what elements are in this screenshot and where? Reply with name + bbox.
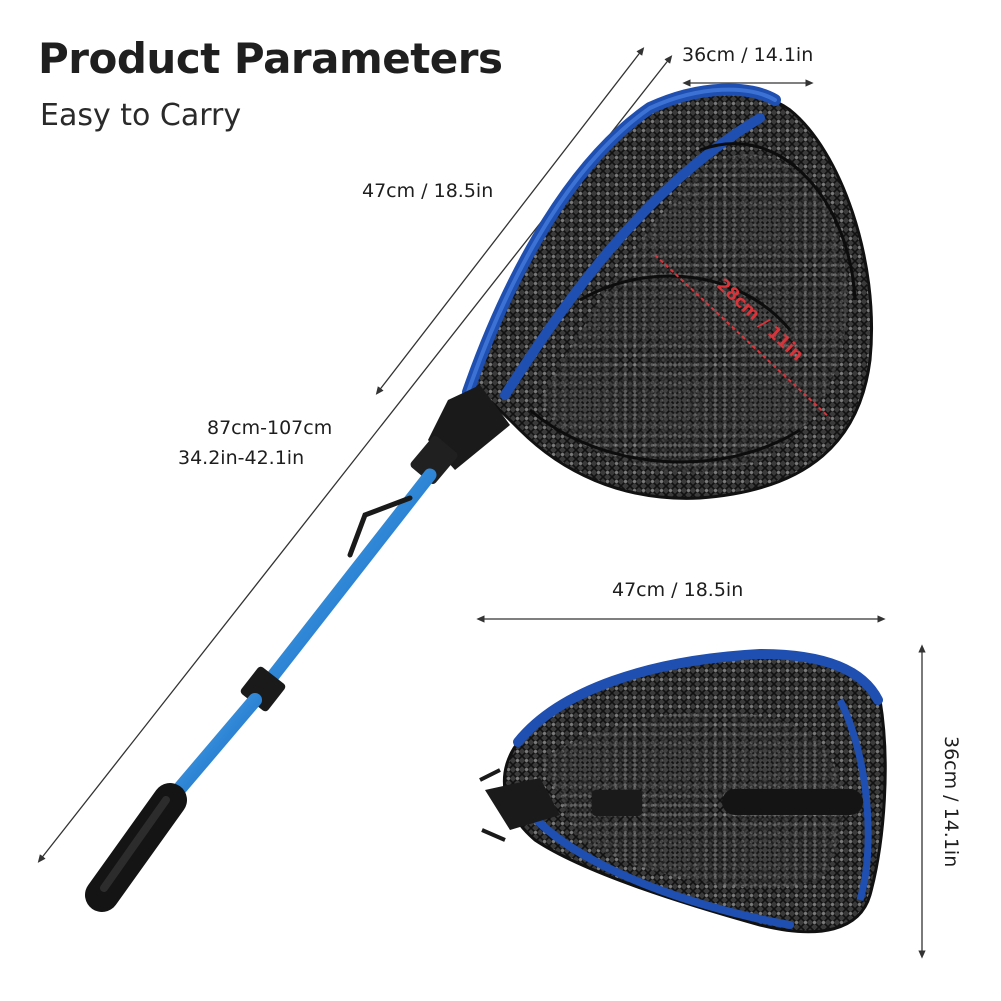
hoop-length-label: 47cm / 18.5in	[362, 180, 494, 202]
hoop-width-label: 36cm / 14.1in	[682, 44, 814, 66]
extended-pole	[85, 385, 510, 912]
total-length-cm-label: 87cm-107cm	[207, 417, 333, 439]
total-length-in-label: 34.2in-42.1in	[178, 447, 305, 469]
extended-net	[462, 83, 874, 500]
folded-width-label: 36cm / 14.1in	[940, 736, 962, 868]
page-title: Product Parameters	[38, 34, 503, 83]
page-subtitle: Easy to Carry	[40, 98, 242, 133]
folded-net	[479, 648, 887, 934]
folded-length-label: 47cm / 18.5in	[612, 579, 744, 601]
